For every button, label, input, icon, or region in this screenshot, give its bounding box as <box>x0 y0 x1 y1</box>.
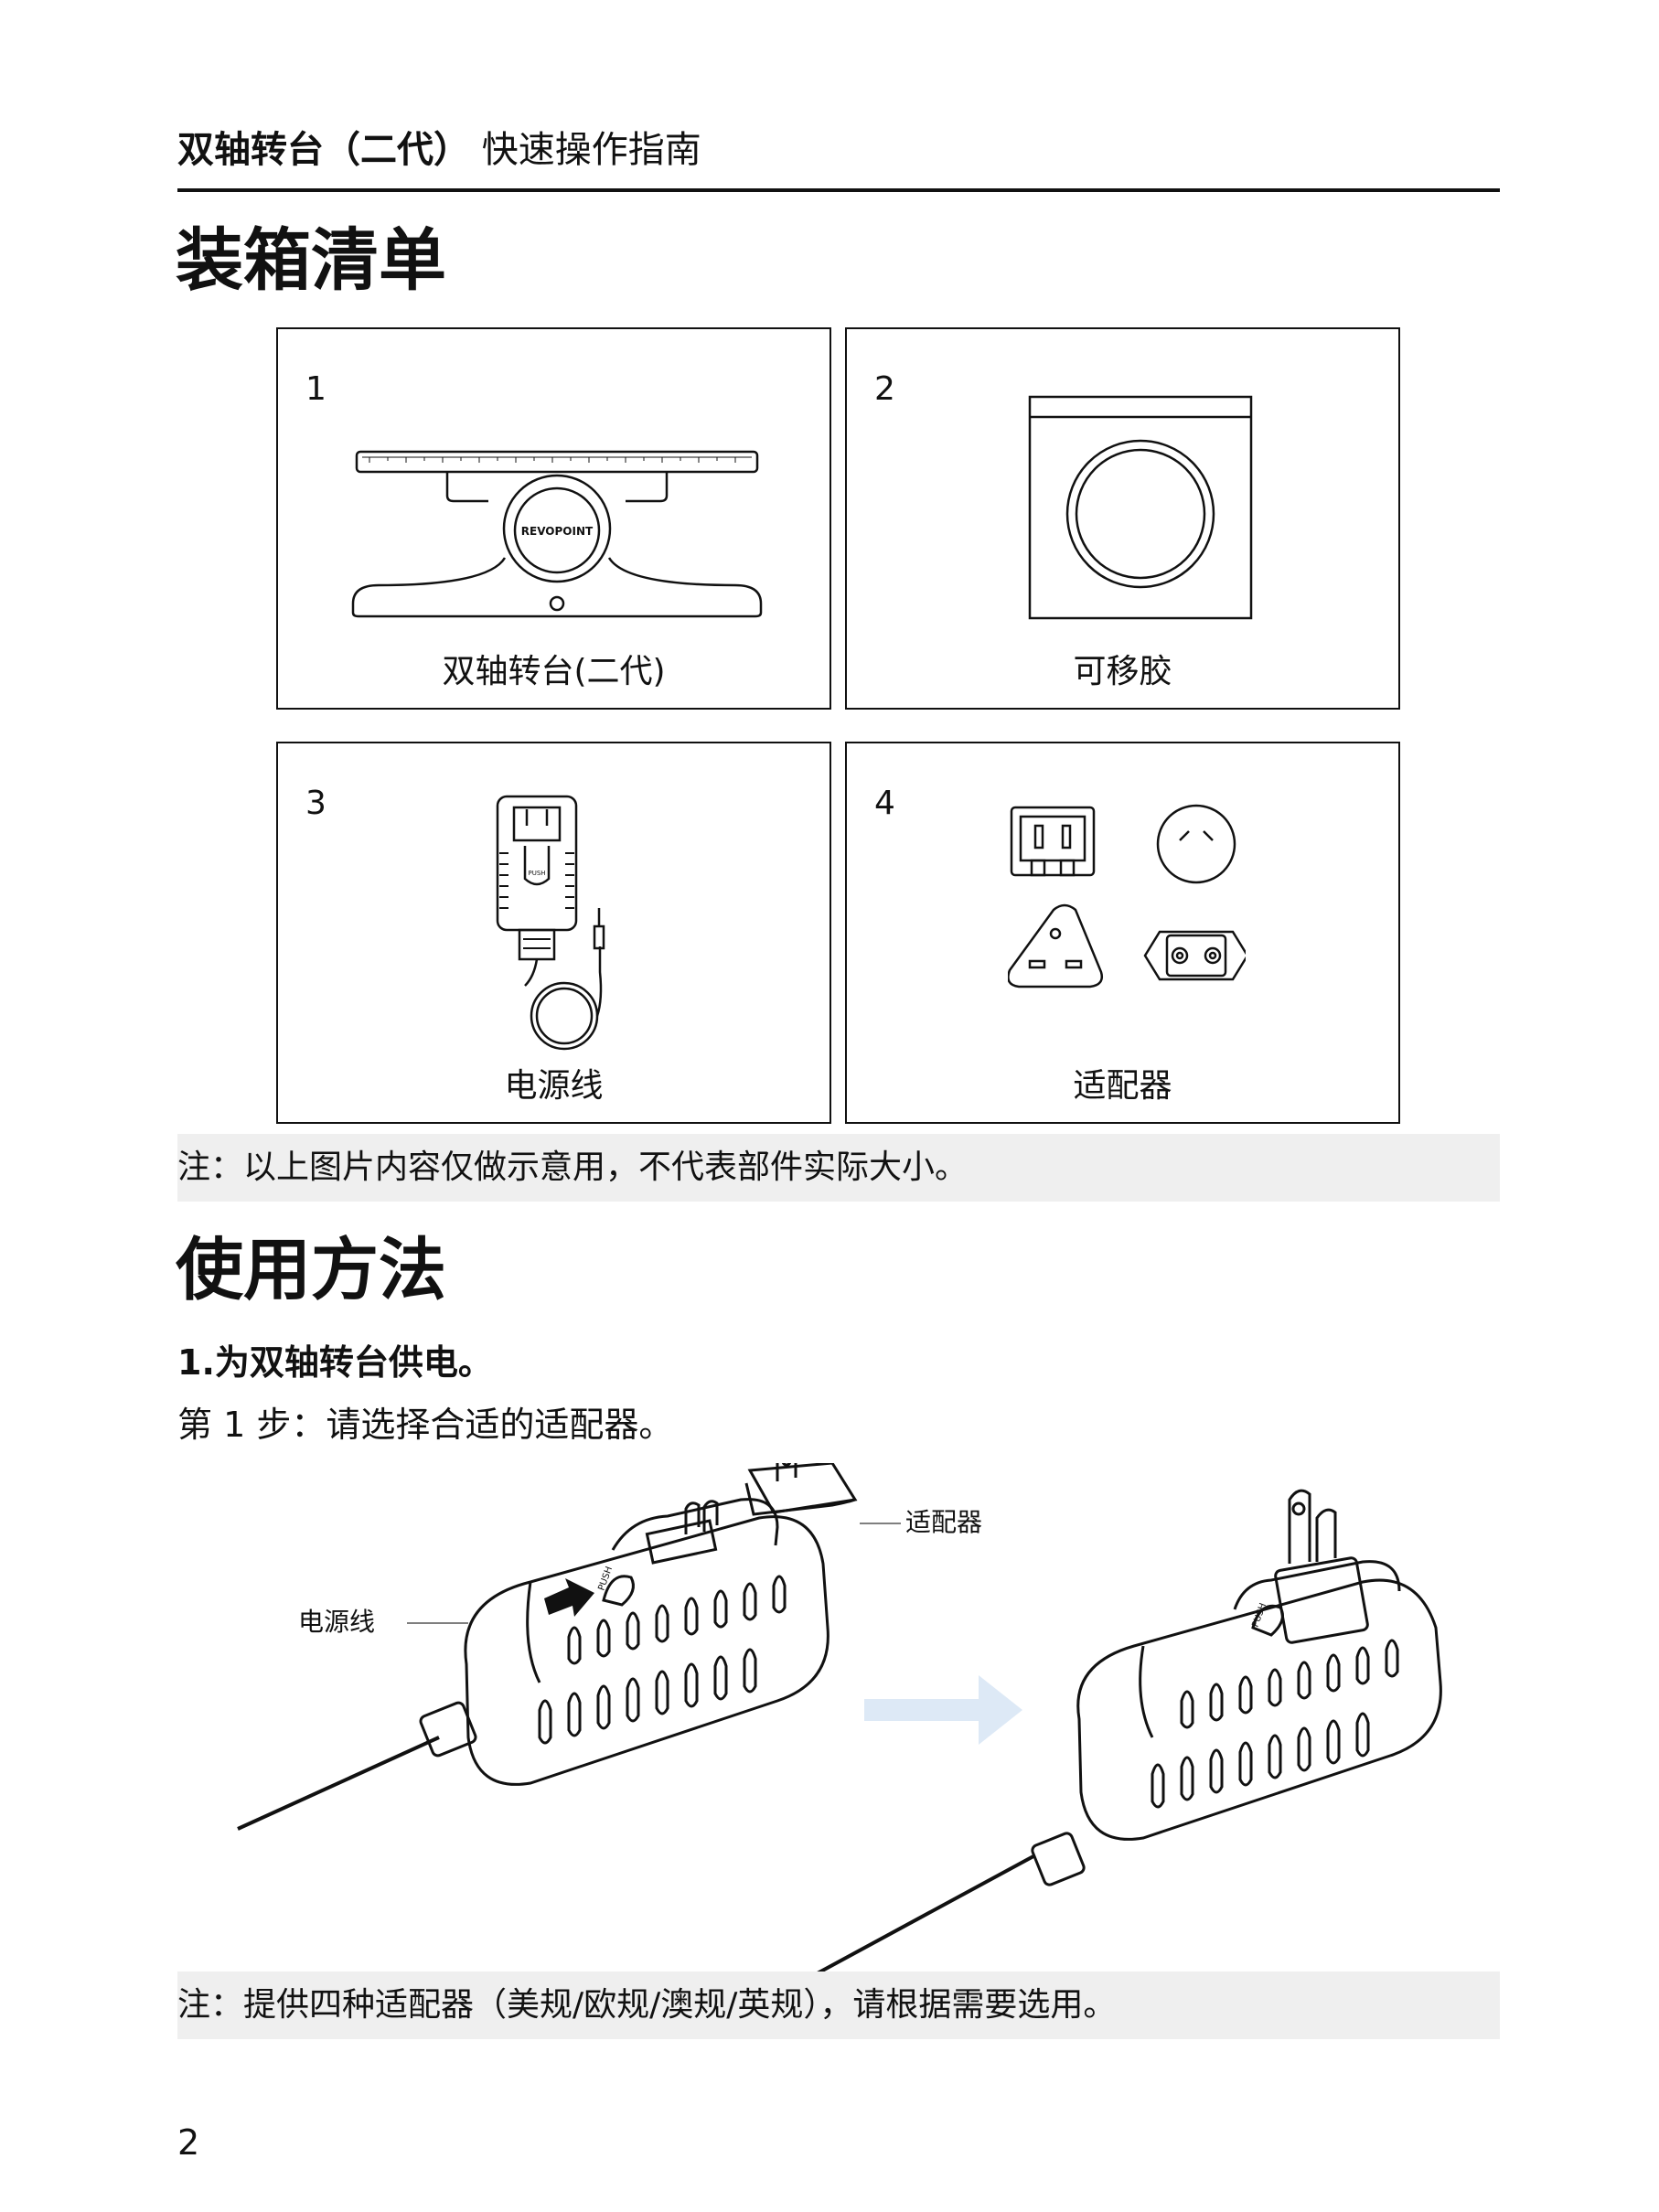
header-title-rest: 快速操作指南 <box>470 129 701 171</box>
packing-list-title: 装箱清单 <box>176 221 446 300</box>
item-label: 电源线 <box>504 1067 604 1105</box>
power-adapter-assembly-illustration: PUSH PUSH <box>237 1463 1442 1975</box>
step-instruction: 第 1 步：请选择合适的适配器。 <box>177 1405 674 1445</box>
push-button-text: PUSH <box>528 870 545 877</box>
packing-note: 注：以上图片内容仅做示意用，不代表部件实际大小。 <box>177 1149 969 1186</box>
item-label: 可移胶 <box>1073 653 1172 690</box>
packing-item-adhesive: 2 可移胶 <box>845 327 1400 710</box>
usage-note: 注：提供四种适配器（美规/欧规/澳规/英规），请根据需要选用。 <box>177 1986 1117 2024</box>
item-number: 4 <box>874 785 895 822</box>
packing-item-adapters: 4 适配器 <box>845 742 1400 1124</box>
adapters-illustration <box>1008 804 1246 988</box>
turntable-illustration: REVOPOINT <box>351 450 763 618</box>
adhesive-illustration <box>1028 395 1253 620</box>
push-label-right: PUSH <box>1250 1602 1268 1629</box>
push-label-left: PUSH <box>596 1565 615 1592</box>
item-number: 3 <box>305 785 326 822</box>
power-cable-illustration: PUSH <box>496 795 605 1051</box>
next-step-arrow-icon <box>864 1675 1022 1745</box>
item-label: 适配器 <box>1073 1067 1172 1105</box>
packing-item-turntable: 1 REVOPOINT 双轴转台(二代) <box>276 327 831 710</box>
header-rule <box>177 188 1500 192</box>
callout-power-cable: 电源线 <box>298 1607 376 1637</box>
packing-note-band: 注：以上图片内容仅做示意用，不代表部件实际大小。 <box>177 1134 1500 1202</box>
packing-item-power-cable: 3 PUSH 电源线 <box>276 742 831 1124</box>
usage-title: 使用方法 <box>176 1231 446 1309</box>
document-header: 双轴转台（二代） 快速操作指南 <box>177 124 701 176</box>
device-brand-text: REVOPOINT <box>521 525 594 538</box>
item-number: 2 <box>874 370 895 408</box>
callout-adapter: 适配器 <box>905 1507 983 1537</box>
page-number: 2 <box>177 2122 200 2163</box>
step-heading: 1.为双轴转台供电。 <box>177 1342 493 1383</box>
item-label: 双轴转台(二代) <box>442 653 666 690</box>
usage-note-band: 注：提供四种适配器（美规/欧规/澳规/英规），请根据需要选用。 <box>177 1972 1500 2039</box>
header-title-bold: 双轴转台（二代） <box>177 129 470 171</box>
insert-arrow-icon <box>544 1578 594 1617</box>
item-number: 1 <box>305 370 326 408</box>
